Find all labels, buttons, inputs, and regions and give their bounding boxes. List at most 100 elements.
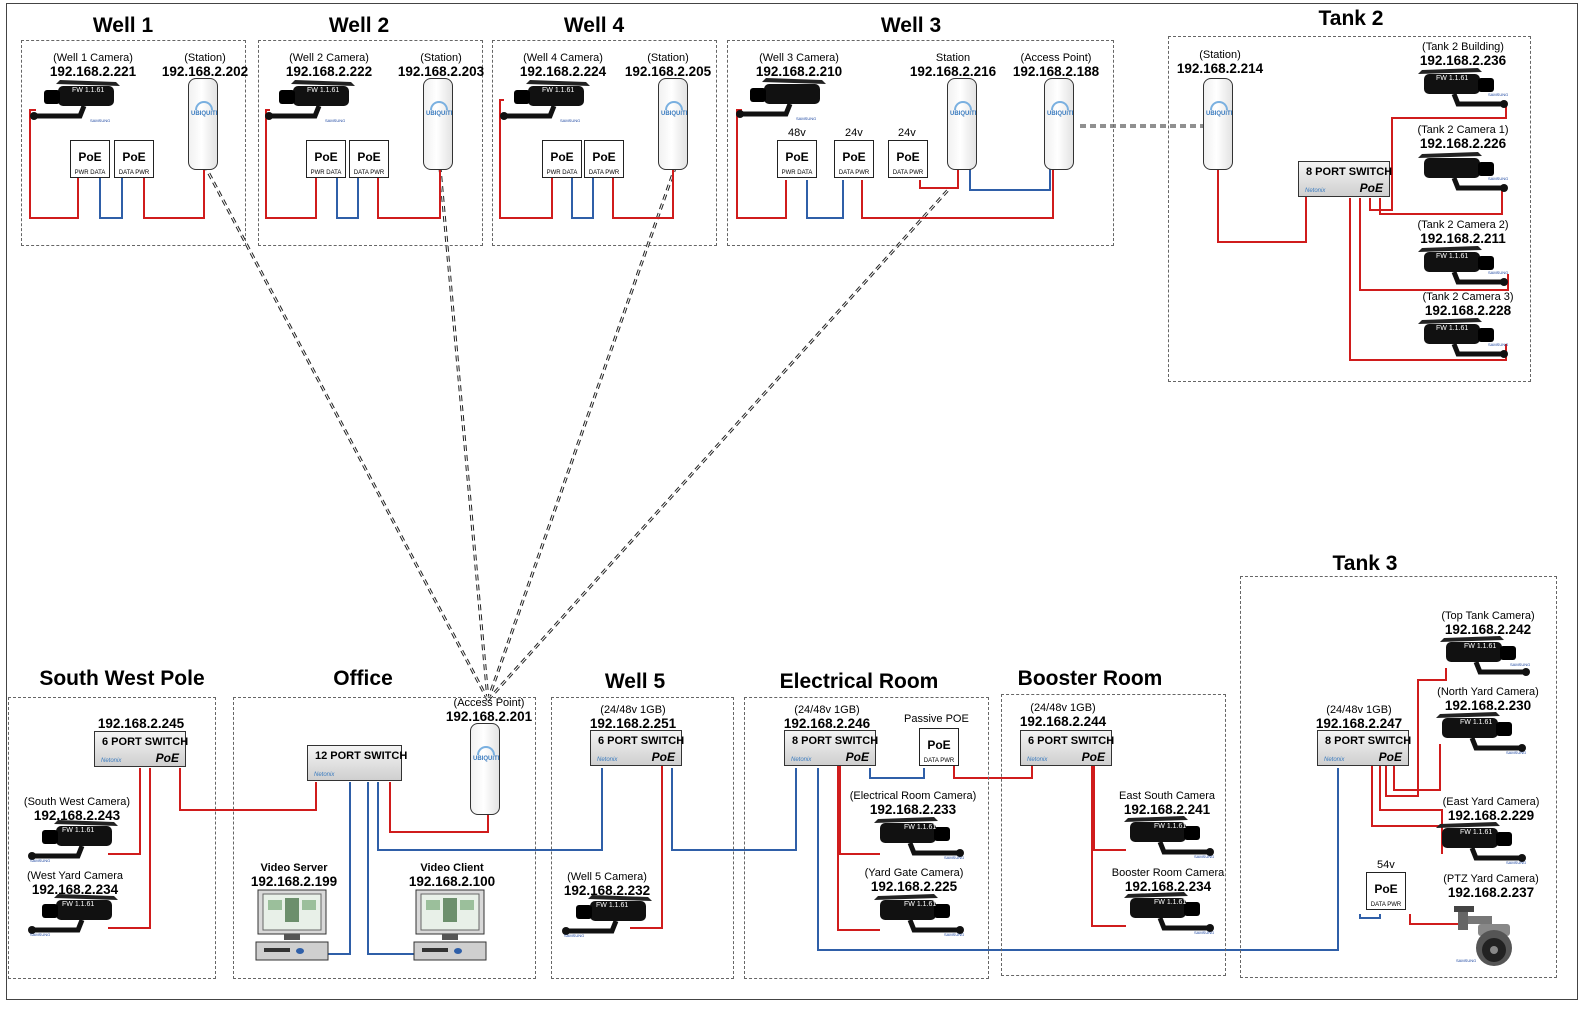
toptank-camera-label: (Top Tank Camera)192.168.2.242 [1441, 610, 1535, 637]
site-electrical [744, 697, 989, 979]
well1-station-label: (Station)192.168.2.202 [161, 52, 249, 79]
camera-brand: SAMSUNG [796, 116, 816, 121]
camera-brand: SAMSUNG [1506, 750, 1526, 755]
well2-station-label: (Station)192.168.2.203 [397, 52, 485, 79]
camera-brand: SAMSUNG [30, 932, 50, 937]
ptz-camera-label: (PTZ Yard Camera)192.168.2.237 [1443, 873, 1539, 900]
camera-firmware: FW 1.1.61 [307, 87, 339, 94]
camera-firmware: FW 1.1.61 [62, 901, 94, 908]
site-title-well4: Well 4 [563, 14, 625, 37]
ubiquiti-logo: UBIQUITI [661, 101, 687, 117]
camera-firmware: FW 1.1.61 [904, 824, 936, 831]
electrical-camera-label: (Electrical Room Camera)192.168.2.233 [849, 790, 977, 817]
site-title-well5: Well 5 [604, 670, 666, 693]
camera-firmware: FW 1.1.61 [904, 901, 936, 908]
tank2-building-label: (Tank 2 Building)192.168.2.236 [1419, 41, 1507, 68]
camera-brand: SAMSUNG [1510, 662, 1530, 667]
camera-brand: SAMSUNG [1488, 92, 1508, 97]
ubiquiti-logo: UBIQUITI [1206, 101, 1232, 117]
radio-office-ap: UBIQUITI [470, 723, 500, 815]
site-well3 [727, 40, 1114, 246]
camera-brand: SAMSUNG [1506, 860, 1526, 865]
site-office [233, 697, 536, 979]
site-well1 [21, 40, 246, 246]
electrical-switch-label: (24/48v 1GB)192.168.2.246 [783, 704, 871, 731]
site-title-office: Office [333, 667, 393, 690]
camera-brand: SAMSUNG [564, 933, 584, 938]
radio-well2-station: UBIQUITI [423, 78, 453, 170]
site-title-well2: Well 2 [328, 14, 390, 37]
well4-camera-label: (Well 4 Camera)192.168.2.224 [519, 52, 607, 79]
camera-brand: SAMSUNG [1194, 854, 1214, 859]
camera-firmware: FW 1.1.61 [1460, 829, 1492, 836]
site-title-booster: Booster Room [1017, 667, 1163, 690]
passive-poe-label: Passive POE [904, 713, 969, 725]
well3-camera-label: (Well 3 Camera)192.168.2.210 [755, 52, 843, 79]
yardgate-camera-label: (Yard Gate Camera)192.168.2.225 [864, 867, 964, 894]
radio-well4-station: UBIQUITI [658, 78, 688, 170]
camera-firmware: FW 1.1.61 [1154, 899, 1186, 906]
camera-brand: SAMSUNG [90, 118, 110, 123]
well4-station-label: (Station)192.168.2.205 [624, 52, 712, 79]
camera-brand: SAMSUNG [1488, 176, 1508, 181]
well1-camera-label: (Well 1 Camera)192.168.2.221 [49, 52, 137, 79]
camera-brand: SAMSUNG [30, 858, 50, 863]
camera-firmware: FW 1.1.61 [1436, 253, 1468, 260]
diagram-frame [6, 3, 1578, 1000]
site-southwest [8, 697, 216, 979]
camera-brand: SAMSUNG [560, 118, 580, 123]
voltage-24v: 24v [898, 127, 916, 139]
ubiquiti-logo: UBIQUITI [950, 101, 976, 117]
camera-icon: SAMSUNG [1418, 150, 1510, 196]
radio-well1-station: UBIQUITI [188, 78, 218, 170]
camera-firmware: FW 1.1.61 [542, 87, 574, 94]
radio-tank2-station: UBIQUITI [1203, 78, 1233, 170]
office-ap-label: (Access Point)192.168.2.201 [445, 697, 533, 724]
site-well5 [551, 697, 734, 979]
southwest-switch-label: 192.168.2.245 [97, 716, 185, 731]
camera-brand: SAMSUNG [944, 932, 964, 937]
site-title-well3: Well 3 [880, 14, 942, 37]
camera-firmware: FW 1.1.61 [72, 87, 104, 94]
southwest-camera-label: (South West Camera)192.168.2.243 [23, 796, 131, 823]
camera-firmware: FW 1.1.61 [1464, 643, 1496, 650]
site-booster [1001, 694, 1226, 976]
site-title-electrical: Electrical Room [779, 670, 939, 693]
radio-well3-station: UBIQUITI [947, 78, 977, 170]
tank2-station-label: (Station)192.168.2.214 [1176, 49, 1264, 76]
site-well2 [258, 40, 483, 246]
camera-firmware: FW 1.1.61 [1460, 719, 1492, 726]
tank2-camera1-label: (Tank 2 Camera 1)192.168.2.226 [1417, 124, 1509, 151]
ubiquiti-logo: UBIQUITI [473, 746, 499, 762]
northyard-camera-label: (North Yard Camera)192.168.2.230 [1437, 686, 1539, 713]
camera-brand: SAMSUNG [944, 855, 964, 860]
site-title-tank3: Tank 3 [1332, 552, 1398, 575]
well5-switch-label: (24/48v 1GB)192.168.2.251 [589, 704, 677, 731]
